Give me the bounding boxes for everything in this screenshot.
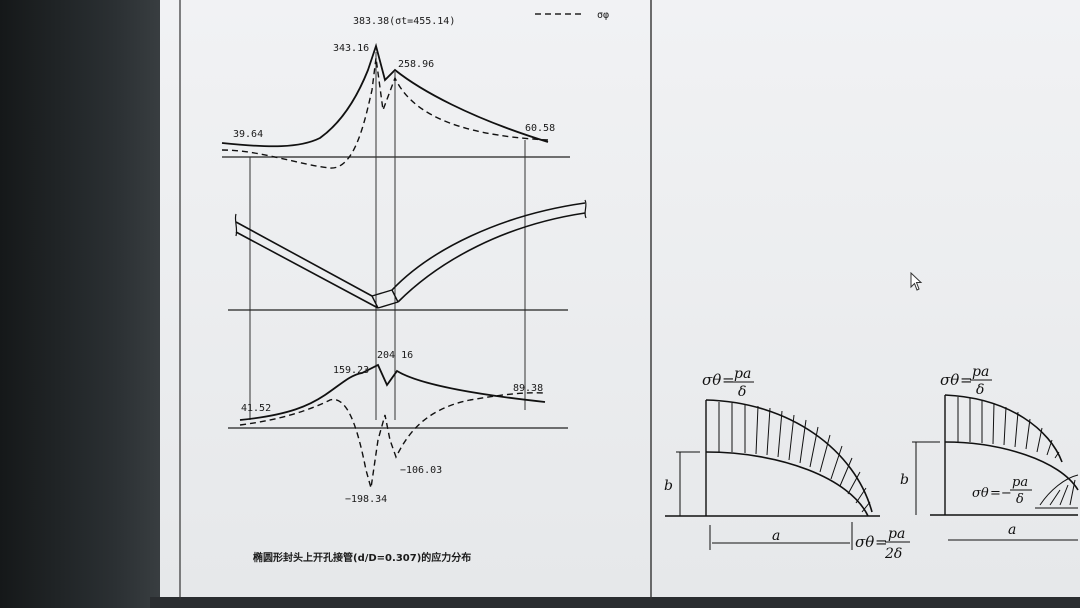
- frac-bottom-den-1: 2δ: [884, 546, 902, 562]
- monitor-screen: [160, 0, 1080, 600]
- lower-right-peak-label: 204 16: [377, 350, 413, 361]
- axis-a-1: a: [772, 528, 780, 544]
- svg-text:=: =: [722, 371, 735, 389]
- upper-left-end-label: 39.64: [233, 129, 263, 140]
- lower-right-end-label: 89.38: [513, 383, 543, 394]
- upper-peak-label: 383.38(σt=455.14): [353, 16, 455, 27]
- upper-right-peak-label: 258.96: [398, 59, 434, 70]
- frac-top-den-1: δ: [738, 384, 746, 400]
- axis-a-2: a: [1008, 522, 1016, 538]
- upper-left-peak-label: 343.16: [333, 43, 369, 54]
- frac-mid-den-2: δ: [1016, 492, 1024, 507]
- lower-left-peak-label: 159.23: [333, 365, 369, 376]
- frac-top-num-1: pa: [734, 366, 751, 382]
- mouse-cursor-icon: [910, 272, 923, 291]
- upper-stress-plot: 383.38(σt=455.14) 343.16 258.96 39.64 60…: [221, 16, 570, 420]
- sigma-mid-2: σθ: [972, 486, 989, 501]
- figure-caption: 椭圆形封头上开孔接管(d/D=0.307)的应力分布: [253, 551, 471, 564]
- sigma-bottom-1: σθ: [855, 533, 874, 551]
- sigma-top-2: σθ: [940, 371, 959, 389]
- lower-dashed-curve: [239, 392, 546, 489]
- sigma-top-1: σθ: [702, 371, 721, 389]
- svg-text:=: =: [875, 533, 888, 551]
- shell-nozzle-section: [228, 199, 587, 311]
- legend-sigma-phi: σφ: [597, 10, 609, 21]
- svg-text:=: =: [960, 371, 973, 389]
- frac-bottom-num-1: pa: [888, 526, 905, 542]
- frac-top-num-2: pa: [972, 364, 989, 380]
- background-dark-area: [0, 0, 165, 608]
- lower-min-right-label: −106.03: [400, 465, 442, 476]
- ellipsoid-stress-diagram-1: b a σθ = pa δ σθ = pa 2δ: [664, 366, 910, 562]
- monitor-bezel-bottom: [150, 597, 1080, 608]
- frac-mid-num-2: pa: [1012, 475, 1028, 490]
- lower-left-end-label: 41.52: [241, 403, 271, 414]
- upper-right-end-label: 60.58: [525, 123, 555, 134]
- frac-top-den-2: δ: [976, 382, 984, 398]
- ellipsoid-stress-diagram-2: b a σθ = pa δ σθ =− pa δ: [900, 364, 1079, 541]
- sigma-mid-minus-2: =−: [990, 486, 1012, 501]
- upper-solid-curve: [221, 42, 549, 148]
- lower-stress-plot: 159.23 204 16 41.52 89.38 −198.34 −106.0…: [228, 350, 568, 505]
- lower-solid-curve: [239, 363, 546, 421]
- axis-b-2: b: [900, 472, 909, 488]
- lower-min-left-label: −198.34: [345, 494, 387, 505]
- upper-dashed-curve: [221, 57, 549, 169]
- axis-b-1: b: [664, 478, 673, 494]
